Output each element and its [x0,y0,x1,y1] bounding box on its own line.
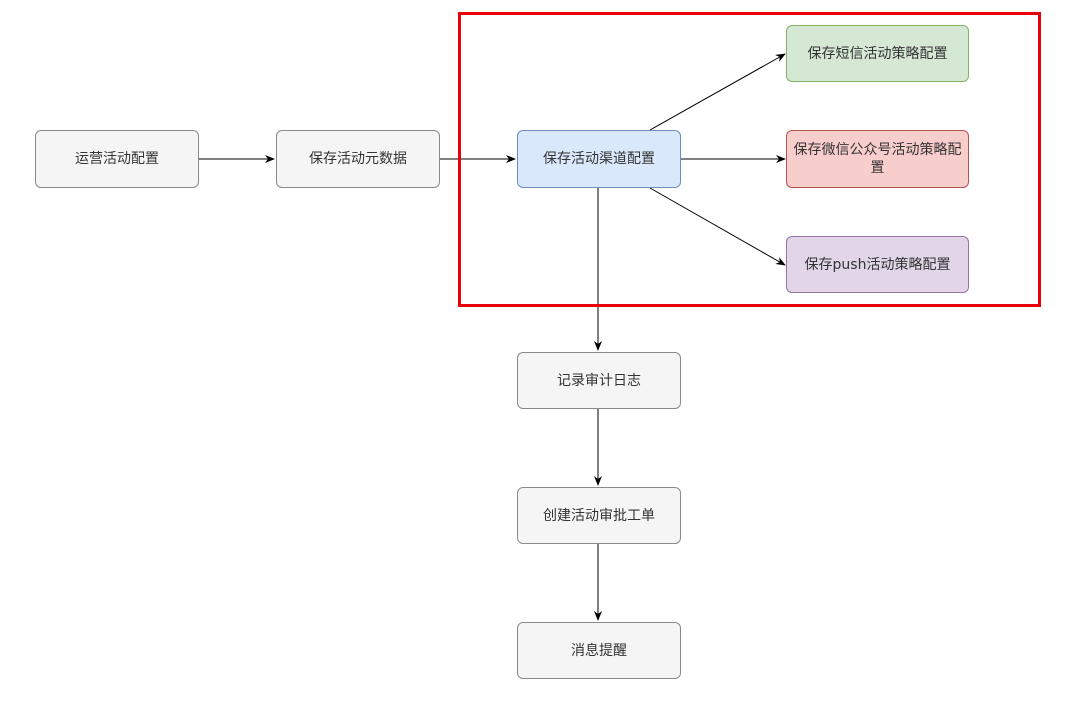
node-approval-ticket[interactable]: 创建活动审批工单 [517,487,681,544]
node-save-meta-label: 保存活动元数据 [309,151,407,167]
node-save-channel[interactable]: 保存活动渠道配置 [517,130,681,188]
node-approval-ticket-label: 创建活动审批工单 [543,507,655,524]
node-sms-strategy[interactable]: 保存短信活动策略配置 [786,25,969,82]
edge-channel-to-sms [649,53,786,131]
node-ops-config-label: 运营活动配置 [75,151,159,167]
highlight-box [458,12,1041,307]
node-audit-log[interactable]: 记录审计日志 [517,352,681,409]
node-save-meta[interactable]: 保存活动元数据 [276,130,440,188]
node-sms-strategy-label: 保存短信活动策略配置 [807,45,948,62]
node-audit-log-label: 记录审计日志 [557,372,641,389]
node-wechat-strategy[interactable]: 保存微信公众号活动策略配置 [786,130,969,188]
node-push-strategy-label: 保存push活动策略配置 [804,256,951,273]
edge-channel-to-push [649,187,786,266]
node-notify-label: 消息提醒 [571,642,627,659]
node-push-strategy[interactable]: 保存push活动策略配置 [786,236,969,293]
node-ops-config[interactable]: 运营活动配置 [35,130,199,188]
node-save-channel-label: 保存活动渠道配置 [543,151,655,167]
node-notify[interactable]: 消息提醒 [517,622,681,679]
node-wechat-strategy-label: 保存微信公众号活动策略配置 [793,142,962,176]
